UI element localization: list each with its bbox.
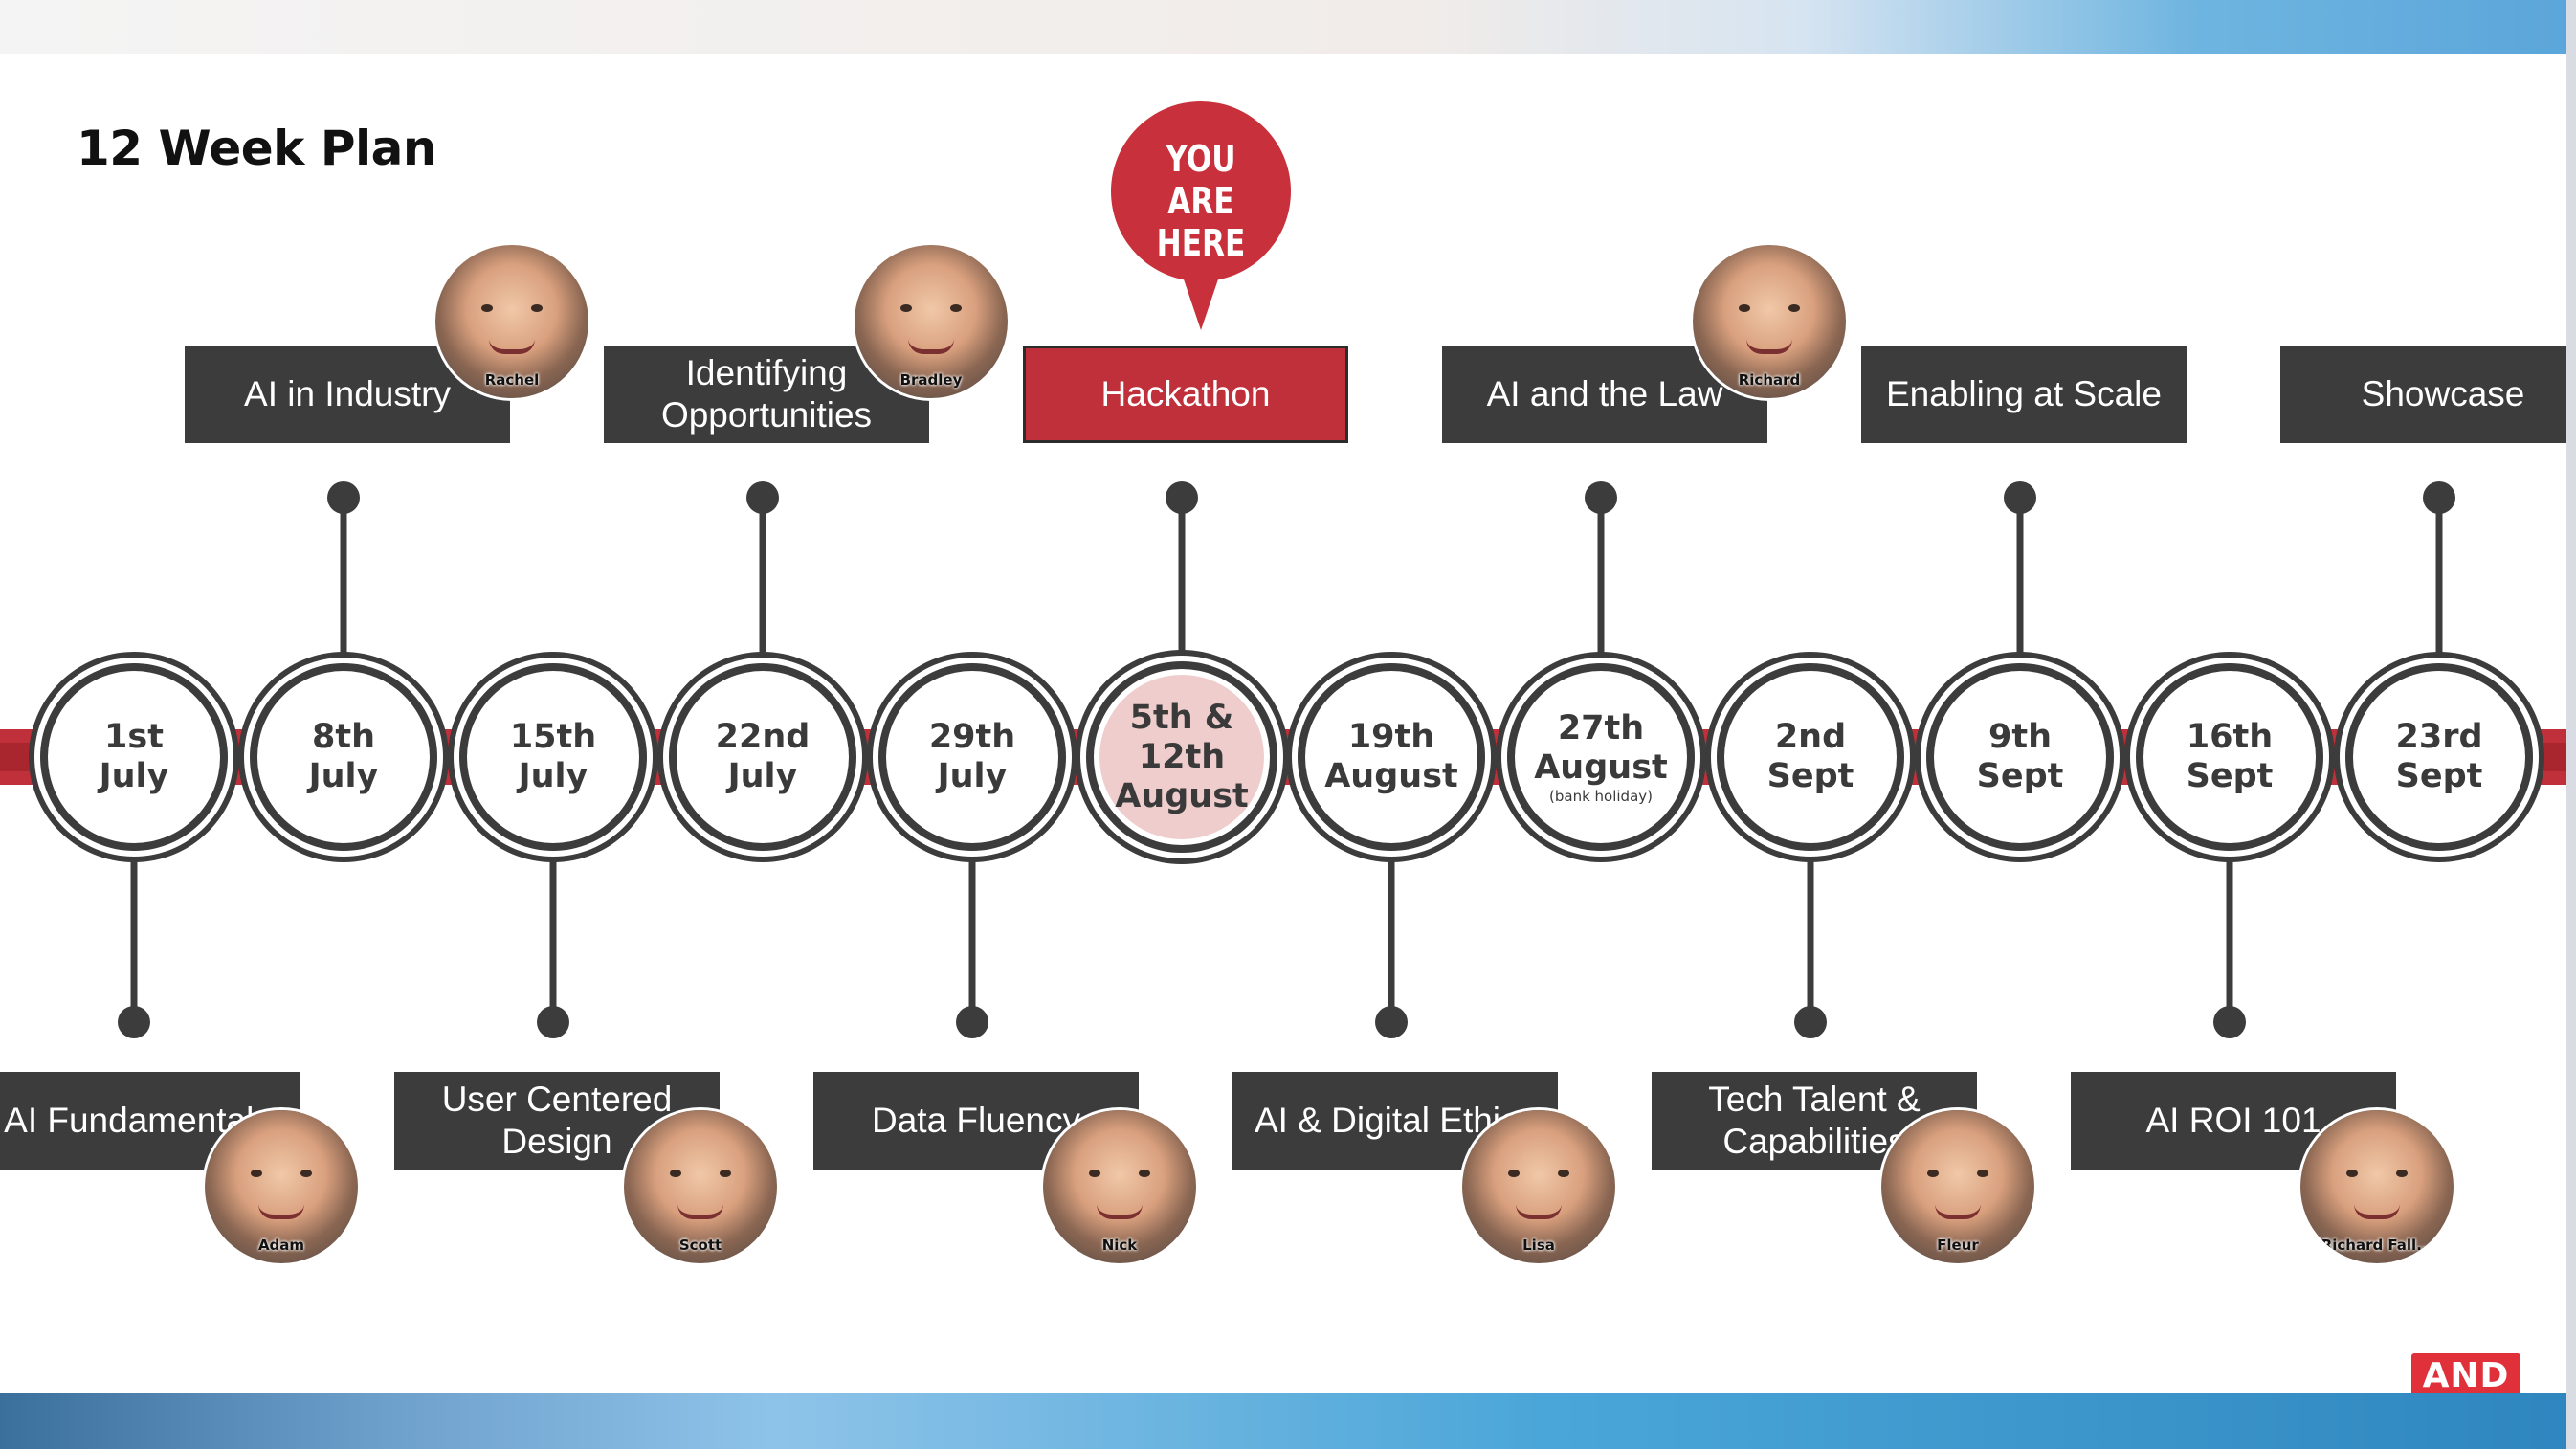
week-12-session-label: Showcase	[2280, 346, 2576, 443]
window-right-edge	[2566, 0, 2576, 1449]
you-are-here-pin	[1111, 101, 1291, 330]
week-9-date-circle: 2nd Sept	[1730, 677, 1891, 837]
week-6-date-circle: 5th & 12th August	[1099, 675, 1264, 839]
week-12-date: 23rd Sept	[2395, 718, 2483, 795]
you-are-here-label: YOU ARE HERE	[1156, 138, 1246, 264]
week-2-session-title: AI in Industry	[244, 374, 451, 413]
week-3-date-circle: 15th July	[473, 677, 633, 837]
and-logo: AND	[2411, 1353, 2520, 1393]
week-8-connector-dot	[1585, 481, 1617, 514]
week-5-connector-dot	[956, 1006, 988, 1038]
week-5-speaker-name: Nick	[1101, 1237, 1138, 1254]
week-8-date: 27th August	[1534, 709, 1668, 787]
timeline-band-inner	[0, 743, 2576, 771]
week-5-date: 29th July	[928, 718, 1016, 795]
week-11-speaker-avatar: Richard Fall...	[2300, 1110, 2454, 1263]
week-10-connector-dot	[2004, 481, 2036, 514]
week-10-date-circle: 9th Sept	[1940, 677, 2100, 837]
week-4-session-title: Identifying Opportunities	[660, 353, 873, 435]
week-4-date-circle: 22nd July	[682, 677, 843, 837]
week-7-date-circle: 19th August	[1311, 677, 1472, 837]
week-7-connector-dot	[1375, 1006, 1408, 1038]
window-top-background	[0, 0, 2576, 54]
week-3-connector-dot	[537, 1006, 569, 1038]
week-3-date: 15th July	[509, 718, 597, 795]
week-11-connector-dot	[2213, 1006, 2246, 1038]
week-7-date: 19th August	[1324, 718, 1458, 795]
week-7-speaker-avatar: Lisa	[1462, 1110, 1615, 1263]
week-5-speaker-avatar: Nick	[1043, 1110, 1196, 1263]
week-10-session-title: Enabling at Scale	[1886, 374, 2162, 413]
week-8-date-circle: 27th August(bank holiday)	[1521, 677, 1681, 837]
week-3-speaker-name: Scott	[678, 1237, 722, 1254]
week-4-speaker-name: Bradley	[899, 371, 963, 389]
week-12-connector-dot	[2423, 481, 2455, 514]
week-9-speaker-name: Fleur	[1937, 1237, 1979, 1254]
week-4-speaker-avatar: Bradley	[855, 245, 1008, 398]
week-2-date: 8th July	[308, 718, 379, 795]
week-6-connector-dot	[1166, 481, 1198, 514]
connectors	[118, 481, 2455, 1038]
week-9-date: 2nd Sept	[1766, 718, 1854, 795]
week-10-session-label: Enabling at Scale	[1861, 346, 2187, 443]
week-10-date: 9th Sept	[1976, 718, 2064, 795]
week-2-speaker-name: Rachel	[484, 371, 540, 389]
week-6-session-title: Hackathon	[1100, 374, 1271, 413]
week-4-session-label: Identifying Opportunities	[604, 346, 929, 443]
week-3-session-title: User Centered Design	[441, 1080, 673, 1161]
week-8-session-title: AI and the Law	[1486, 374, 1723, 413]
week-9-speaker-avatar: Fleur	[1881, 1110, 2034, 1263]
week-4-date: 22nd July	[715, 718, 811, 795]
week-4-connector-dot	[746, 481, 779, 514]
week-12-session-title: Showcase	[2361, 374, 2525, 413]
week-5-session-title: Data Fluency	[872, 1101, 1080, 1140]
page-title: 12 Week Plan	[77, 121, 436, 176]
week-7-speaker-name: Lisa	[1522, 1237, 1555, 1254]
week-6-date: 5th & 12th August	[1115, 698, 1249, 815]
week-8-speaker-name: Richard	[1738, 371, 1801, 389]
week-1-connector-dot	[118, 1006, 150, 1038]
window-bottom-background	[0, 1393, 2576, 1449]
week-11-session-title: AI ROI 101	[2145, 1101, 2321, 1140]
week-1-speaker-avatar: Adam	[205, 1110, 358, 1263]
week-3-speaker-avatar: Scott	[624, 1110, 777, 1263]
week-9-session-title: Tech Talent & Capabilities	[1708, 1080, 1921, 1161]
week-2-date-circle: 8th July	[263, 677, 424, 837]
week-11-date-circle: 16th Sept	[2149, 677, 2310, 837]
week-1-speaker-name: Adam	[257, 1237, 305, 1254]
week-8-note: (bank holiday)	[1549, 788, 1653, 805]
week-2-speaker-avatar: Rachel	[435, 245, 588, 398]
week-5-date-circle: 29th July	[892, 677, 1053, 837]
timeline-graphics	[0, 101, 2576, 1038]
week-11-speaker-name: Richard Fall...	[2321, 1237, 2433, 1254]
week-2-connector-dot	[327, 481, 360, 514]
week-2-session-label: AI in Industry	[185, 346, 510, 443]
week-11-date: 16th Sept	[2186, 718, 2274, 795]
week-9-connector-dot	[1794, 1006, 1827, 1038]
week-12-date-circle: 23rd Sept	[2359, 677, 2520, 837]
week-1-date-circle: 1st July	[54, 677, 214, 837]
week-8-speaker-avatar: Richard	[1693, 245, 1846, 398]
week-6-session-label: Hackathon	[1023, 346, 1348, 443]
week-1-date: 1st July	[99, 718, 169, 795]
